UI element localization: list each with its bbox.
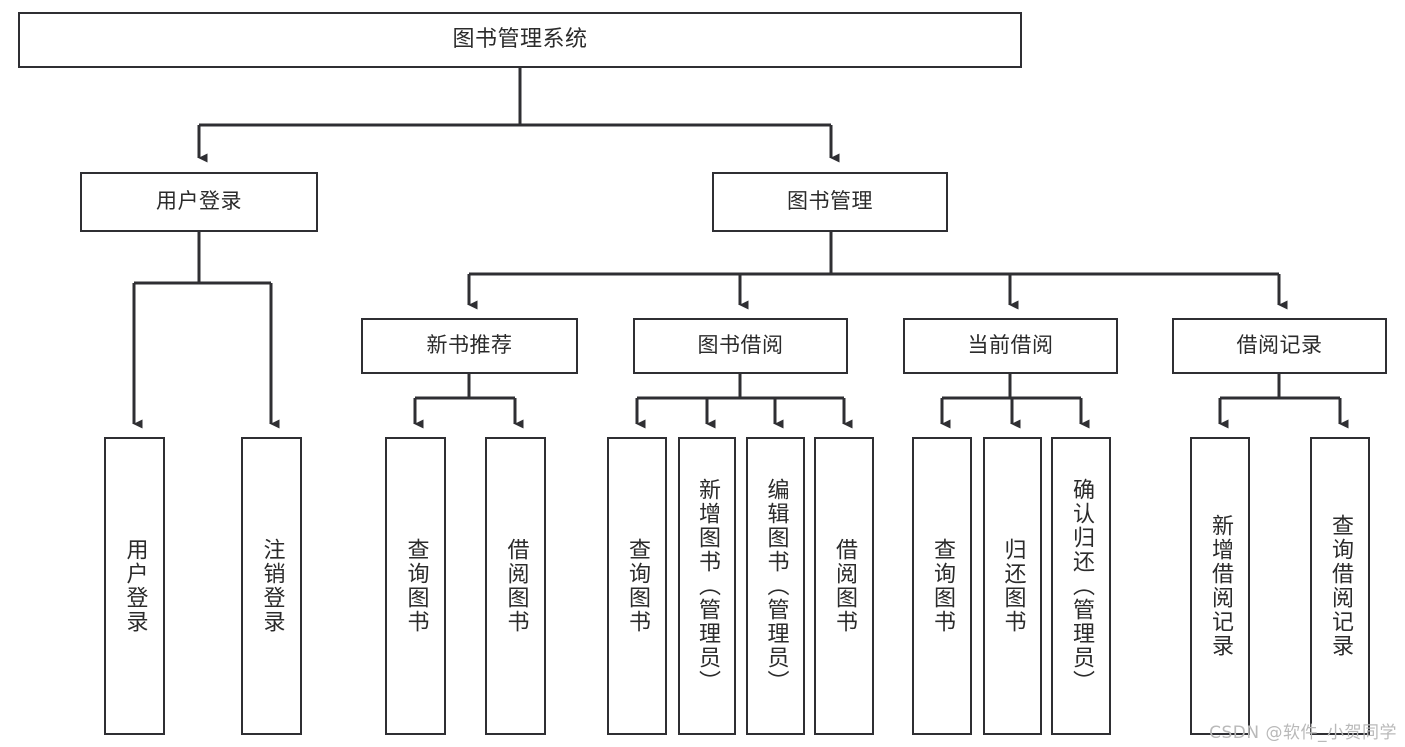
node-book-management-label: 图书管理 [787, 189, 873, 214]
node-leaf-edit-book-admin-label: 编辑图书（管理员） [763, 478, 789, 694]
node-leaf-query-book-borrow[interactable]: 查询图书 [607, 437, 667, 735]
node-current-borrow[interactable]: 当前借阅 [903, 318, 1118, 374]
node-leaf-query-book-borrow-label: 查询图书 [624, 538, 650, 634]
node-leaf-query-borrow-record[interactable]: 查询借阅记录 [1310, 437, 1370, 735]
node-leaf-confirm-return-admin-label: 确认归还（管理员） [1068, 478, 1094, 694]
node-leaf-borrow-book[interactable]: 借阅图书 [814, 437, 874, 735]
node-borrow-record-label: 借阅记录 [1236, 333, 1323, 358]
node-leaf-return-book[interactable]: 归还图书 [983, 437, 1042, 735]
node-leaf-user-login[interactable]: 用户登录 [104, 437, 165, 735]
node-leaf-borrow-book-rec[interactable]: 借阅图书 [485, 437, 546, 735]
node-book-borrow[interactable]: 图书借阅 [633, 318, 848, 374]
node-book-borrow-label: 图书借阅 [697, 333, 784, 358]
node-leaf-add-book-admin[interactable]: 新增图书（管理员） [678, 437, 736, 735]
node-current-borrow-label: 当前借阅 [967, 333, 1054, 358]
node-leaf-query-borrow-record-label: 查询借阅记录 [1327, 514, 1353, 658]
node-leaf-user-logout-label: 注销登录 [259, 538, 285, 634]
node-root[interactable]: 图书管理系统 [18, 12, 1022, 68]
node-book-management[interactable]: 图书管理 [712, 172, 948, 232]
node-leaf-query-book-current-label: 查询图书 [929, 538, 955, 634]
node-leaf-query-book-current[interactable]: 查询图书 [912, 437, 972, 735]
node-leaf-add-book-admin-label: 新增图书（管理员） [694, 478, 720, 694]
node-leaf-edit-book-admin[interactable]: 编辑图书（管理员） [746, 437, 805, 735]
node-root-label: 图书管理系统 [452, 26, 588, 52]
node-new-book-recommend[interactable]: 新书推荐 [361, 318, 578, 374]
node-leaf-query-book-rec[interactable]: 查询图书 [385, 437, 446, 735]
node-borrow-record[interactable]: 借阅记录 [1172, 318, 1387, 374]
node-leaf-user-login-label: 用户登录 [122, 538, 148, 634]
node-leaf-query-book-rec-label: 查询图书 [403, 538, 429, 634]
node-leaf-borrow-book-rec-label: 借阅图书 [503, 538, 529, 634]
node-leaf-confirm-return-admin[interactable]: 确认归还（管理员） [1051, 437, 1111, 735]
node-leaf-add-borrow-record-label: 新增借阅记录 [1207, 514, 1233, 658]
node-new-book-recommend-label: 新书推荐 [426, 333, 513, 358]
node-user-login-label: 用户登录 [156, 189, 242, 214]
node-user-login[interactable]: 用户登录 [80, 172, 318, 232]
node-leaf-user-logout[interactable]: 注销登录 [241, 437, 302, 735]
node-leaf-add-borrow-record[interactable]: 新增借阅记录 [1190, 437, 1250, 735]
node-leaf-return-book-label: 归还图书 [1000, 538, 1026, 634]
csdn-watermark: CSDN @软件_小贺同学 [1209, 723, 1397, 743]
node-leaf-borrow-book-label: 借阅图书 [831, 538, 857, 634]
